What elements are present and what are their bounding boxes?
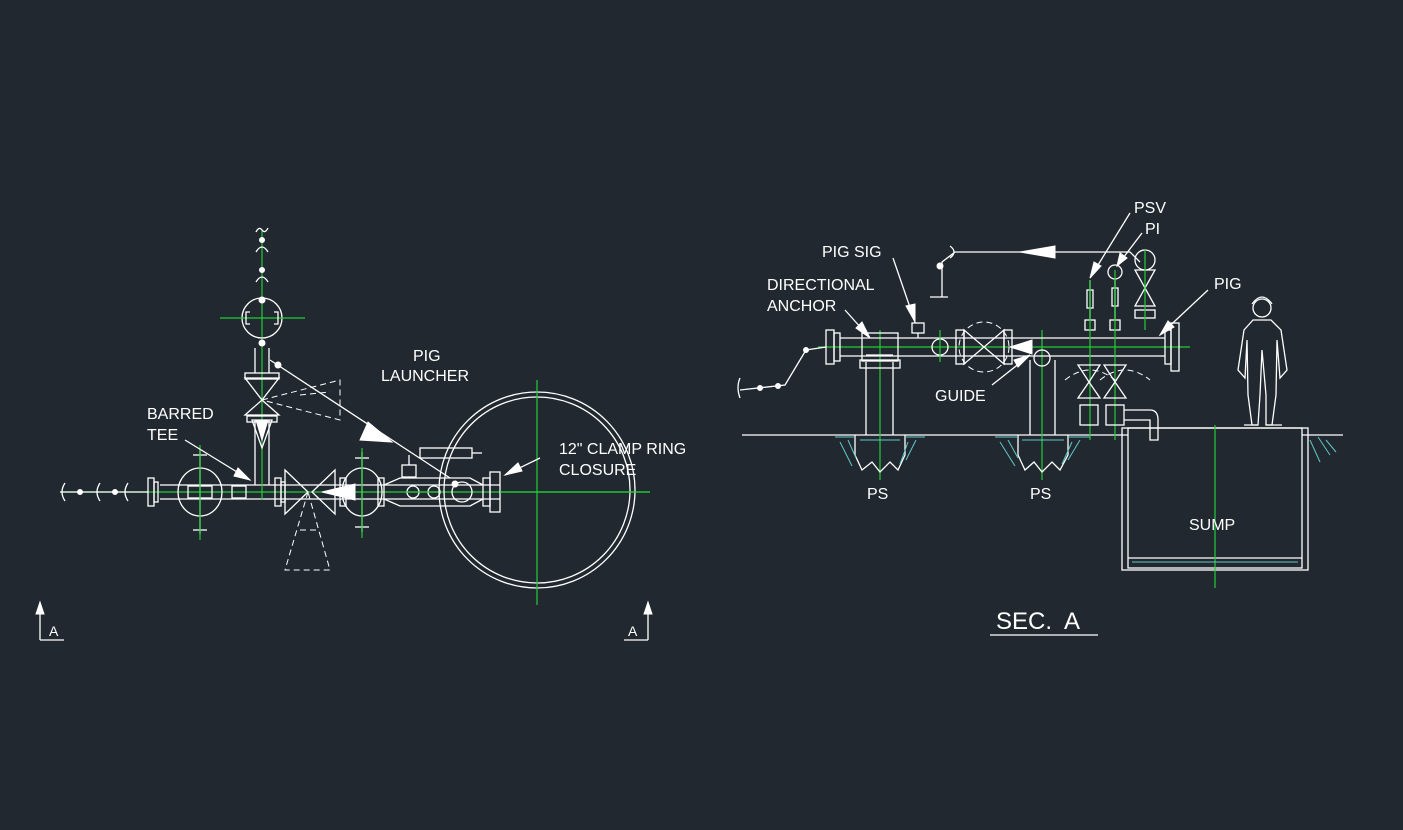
label-pig-launcher-1: PIG xyxy=(413,348,441,365)
human-figure xyxy=(1237,296,1288,426)
label-ps-right: PS xyxy=(1030,486,1051,503)
label-guide: GUIDE xyxy=(935,388,986,405)
label-barred-tee-2: TEE xyxy=(147,427,178,444)
plan-view: BARRED TEE PIG LAUNCHER 12" CLAMP RING C… xyxy=(35,227,686,641)
section-view: PSV PI PIG SIG DIRECTIONAL ANCHOR PIG GU… xyxy=(737,200,1343,636)
label-clamp-ring-2: CLOSURE xyxy=(559,462,636,479)
section-marker-right-letter: A xyxy=(628,623,638,639)
plan-leaders xyxy=(184,359,541,481)
section-leaders xyxy=(844,212,1209,386)
section-marker-left-letter: A xyxy=(49,623,59,639)
gate-valve-plan-left xyxy=(177,445,223,540)
section-marker-right xyxy=(624,600,653,641)
ball-valve-section xyxy=(955,321,1033,373)
label-ps-left: PS xyxy=(867,486,888,503)
signal-line xyxy=(930,245,1141,298)
pipe-support-right xyxy=(995,330,1090,480)
vertical-branch-valve xyxy=(243,348,281,450)
pipe-break-left xyxy=(60,482,148,502)
barred-tee xyxy=(231,230,270,500)
pig-signaller xyxy=(911,322,925,338)
sump-pit xyxy=(1121,425,1337,588)
upper-fitting-plan xyxy=(220,227,305,347)
gate-valve-plan-right xyxy=(339,448,385,538)
directional-anchor xyxy=(859,332,901,369)
section-title: SEC. A xyxy=(996,608,1080,635)
label-sump: SUMP xyxy=(1189,517,1235,534)
valve-operator-dashed xyxy=(261,379,341,571)
launcher-barrel xyxy=(383,447,484,507)
drain-valves xyxy=(1064,364,1159,441)
label-barred-tee-1: BARRED xyxy=(147,406,214,423)
label-directional-anchor-1: DIRECTIONAL xyxy=(767,277,875,294)
label-pi: PI xyxy=(1145,221,1160,238)
label-pig: PIG xyxy=(1214,276,1242,293)
ball-valve-plan xyxy=(284,468,356,516)
section-marker-left xyxy=(35,600,64,641)
guide-support xyxy=(1033,349,1051,367)
label-directional-anchor-2: ANCHOR xyxy=(767,298,836,315)
label-clamp-ring-1: 12" CLAMP RING xyxy=(559,441,686,458)
clamp-ring-closure xyxy=(438,380,650,605)
instrument-stack xyxy=(1084,249,1157,440)
label-pig-launcher-2: LAUNCHER xyxy=(381,368,469,385)
pipe-fitting-circle xyxy=(931,330,949,362)
label-pig-sig: PIG SIG xyxy=(822,244,882,261)
pipe-support-left xyxy=(835,330,925,480)
feed-pipe-section xyxy=(737,346,827,399)
label-psv: PSV xyxy=(1134,200,1166,217)
